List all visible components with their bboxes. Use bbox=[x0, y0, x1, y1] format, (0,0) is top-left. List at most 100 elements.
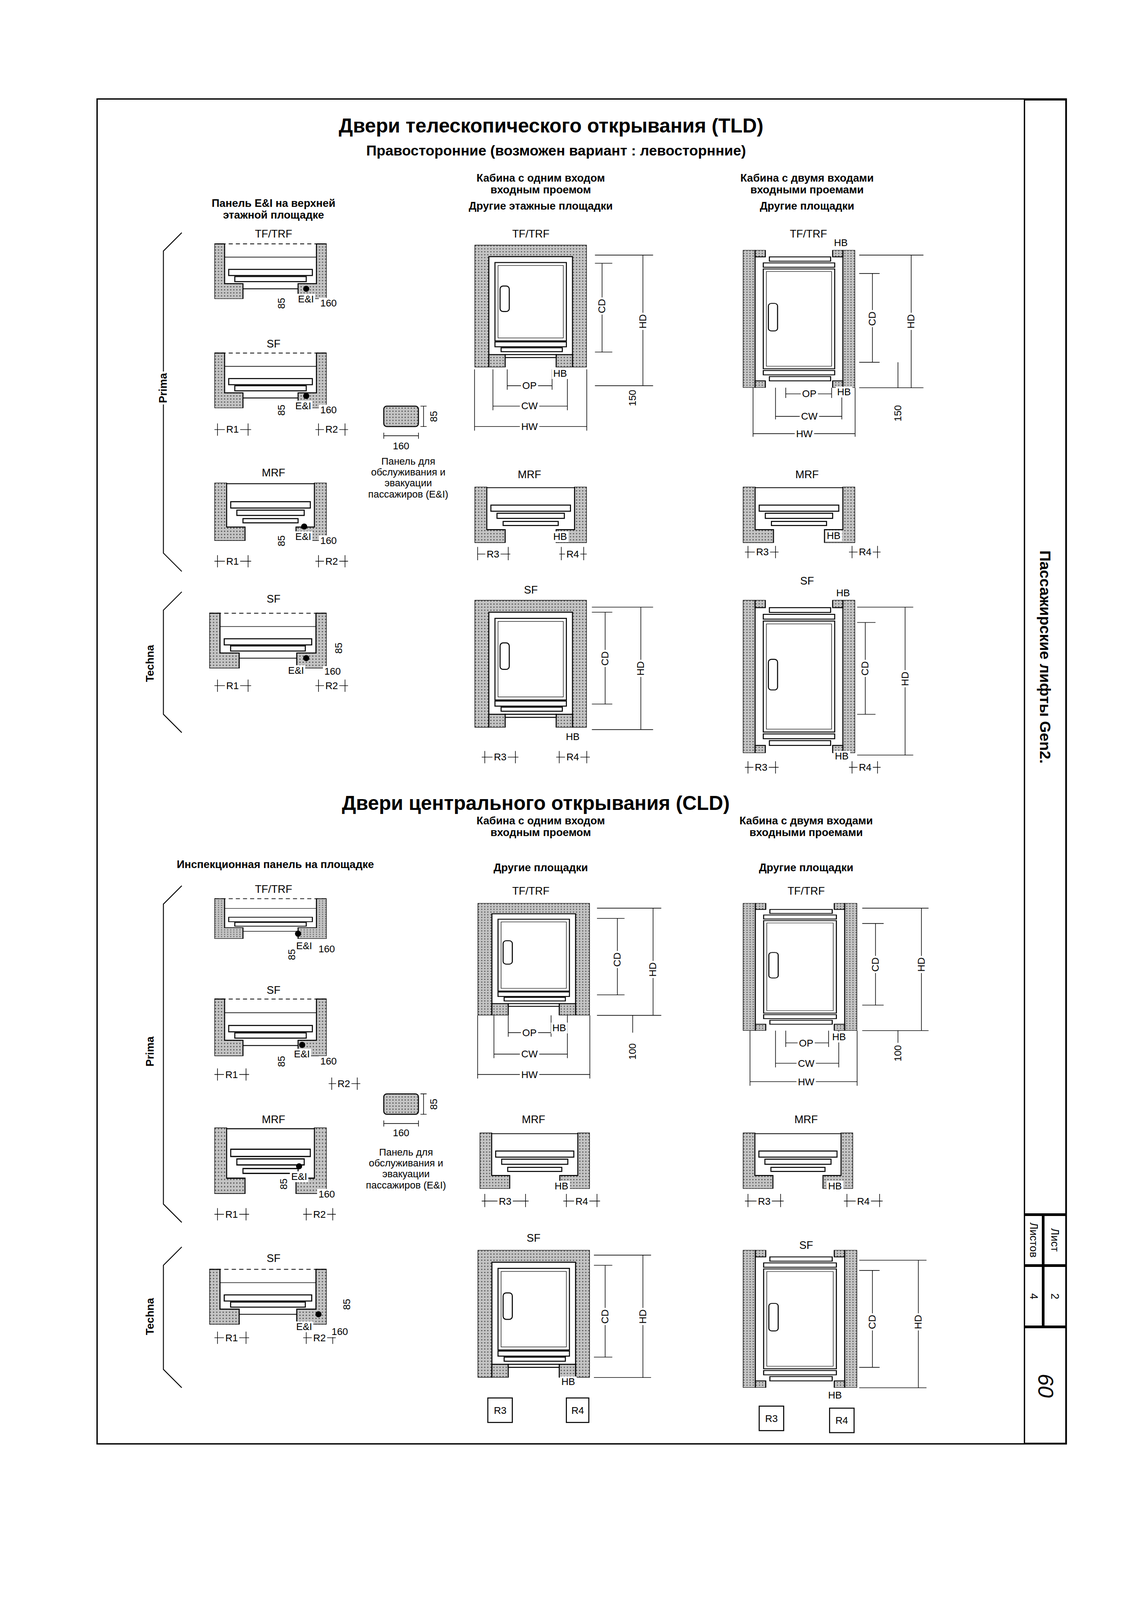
plan-name: SF bbox=[522, 583, 540, 596]
plan-name: TF/TRF bbox=[510, 228, 552, 240]
panel-marker bbox=[295, 930, 302, 937]
drawing-title-strip: Пассажирские лифты Gen2. bbox=[1023, 99, 1067, 1215]
dimension-line bbox=[214, 1208, 336, 1221]
dimension-label: E&I bbox=[293, 400, 313, 412]
dimension-line bbox=[744, 545, 881, 558]
dimension-line bbox=[593, 1254, 652, 1378]
dimension-label: R3 bbox=[492, 751, 508, 763]
dimension-line bbox=[752, 255, 924, 437]
dimension-label: 85 bbox=[276, 1054, 288, 1068]
dimension-label: 160 bbox=[323, 666, 343, 677]
dimension-line bbox=[214, 1067, 361, 1090]
dimension-line bbox=[481, 1193, 601, 1207]
dimension-label: CD bbox=[866, 1313, 878, 1331]
panel-marker bbox=[296, 1163, 303, 1170]
dimension-label: R2 bbox=[323, 680, 340, 692]
dimension-label: 85 bbox=[278, 1176, 290, 1191]
column-heading: Панель E&I на верхней этажной площадке bbox=[195, 197, 352, 222]
dimension-label: R4 bbox=[570, 1405, 586, 1416]
dimension-label: 85 bbox=[428, 409, 440, 424]
dimension-label: R1 bbox=[224, 556, 241, 567]
column-heading: Кабина с двумя входами входными проемами bbox=[723, 814, 890, 839]
dimension-label: 85 bbox=[276, 403, 288, 417]
plan-drawing bbox=[477, 903, 590, 1016]
dimension-label: HB bbox=[553, 1180, 571, 1192]
dimension-label: R3 bbox=[754, 546, 771, 558]
panel-marker bbox=[315, 1310, 322, 1318]
dimension-label: R1 bbox=[223, 1069, 240, 1081]
panel-marker bbox=[295, 285, 322, 1318]
dimension-label: 160 bbox=[319, 1055, 339, 1067]
dimension-label: CD bbox=[596, 297, 608, 315]
dimension-label: CD bbox=[866, 310, 878, 328]
dimension-label: HD bbox=[905, 312, 917, 330]
dimension-label: CW bbox=[520, 400, 540, 412]
dimension-label: R2 bbox=[311, 1332, 328, 1344]
series-bracket bbox=[163, 232, 183, 1388]
dimension-label: R4 bbox=[834, 1414, 850, 1426]
series-label: Prima bbox=[157, 371, 169, 405]
dimension-line bbox=[859, 1259, 927, 1388]
dimension-label: 85 bbox=[428, 1097, 440, 1111]
dimension-label: HD bbox=[912, 1313, 924, 1331]
dimension-label: R3 bbox=[756, 1195, 772, 1207]
plan-name: TF/TRF bbox=[786, 884, 827, 897]
dimension-label: R4 bbox=[857, 761, 873, 773]
plan-drawing bbox=[474, 486, 587, 543]
plan-drawing bbox=[479, 1132, 590, 1189]
dimension-line bbox=[744, 761, 881, 774]
panel-marker bbox=[303, 655, 310, 662]
title-block-text: Листов bbox=[1027, 1222, 1040, 1258]
dimension-label: HD bbox=[899, 670, 911, 688]
dimension-line bbox=[566, 1397, 589, 1423]
dimension-label: OP bbox=[797, 1037, 815, 1049]
series-label: Techna bbox=[144, 643, 156, 684]
plan-name: SF bbox=[525, 1231, 543, 1244]
dimension-label: HD bbox=[647, 960, 659, 978]
plan-name: SF bbox=[265, 337, 283, 350]
dimension-label: E&I bbox=[286, 665, 306, 676]
plan-drawing bbox=[474, 599, 587, 728]
dimension-label: R2 bbox=[311, 1208, 328, 1220]
plan-drawing bbox=[214, 898, 327, 939]
column-heading: Другие площадки bbox=[757, 861, 855, 874]
dimension-label: 160 bbox=[391, 440, 411, 452]
plan-name: SF bbox=[798, 1239, 815, 1251]
plan-drawing bbox=[474, 244, 587, 368]
dimension-label: 85 bbox=[276, 533, 288, 548]
title-block-text: 4 bbox=[1027, 1292, 1040, 1299]
panel-marker bbox=[303, 285, 310, 292]
dimension-label: 85 bbox=[341, 1297, 353, 1311]
dimension-label: R4 bbox=[855, 1195, 872, 1207]
dimension-label: R2 bbox=[323, 556, 340, 567]
title-block-cell: 2 bbox=[1043, 1265, 1067, 1327]
dimension-label: R1 bbox=[223, 1332, 240, 1344]
dimension-label: R4 bbox=[565, 548, 581, 560]
dimension-label: OP bbox=[520, 380, 539, 392]
dimension-label: R4 bbox=[857, 546, 873, 558]
dimension-label: Панель для обслуживания и эвакуации пасс… bbox=[360, 456, 456, 500]
dimension-label: HD bbox=[637, 312, 649, 330]
dimension-label: HB bbox=[826, 1180, 844, 1192]
panel-marker bbox=[299, 1041, 306, 1049]
plan-drawing bbox=[743, 903, 858, 1031]
panel-marker bbox=[303, 392, 310, 400]
dimension-label: HB bbox=[826, 1389, 844, 1401]
dimension-label: 160 bbox=[319, 297, 339, 309]
dimension-line bbox=[857, 606, 914, 755]
plan-name: TF/TRF bbox=[253, 228, 294, 240]
dimension-line bbox=[749, 907, 929, 1086]
dimension-label: 160 bbox=[319, 404, 339, 416]
dimension-label: HW bbox=[520, 1069, 540, 1081]
dimension-label: R2 bbox=[323, 424, 340, 435]
dimension-label: CD bbox=[599, 649, 611, 667]
dimension-label: HB bbox=[835, 386, 853, 398]
column-heading: Другие площадки bbox=[492, 861, 590, 874]
dimension-label: HW bbox=[520, 421, 540, 433]
dimension-label: E&I bbox=[294, 1321, 314, 1333]
dimension-line bbox=[214, 1331, 336, 1344]
plan-drawing bbox=[477, 1249, 590, 1378]
dimension-label: E&I bbox=[294, 940, 314, 952]
plan-name: MRF bbox=[260, 466, 287, 479]
